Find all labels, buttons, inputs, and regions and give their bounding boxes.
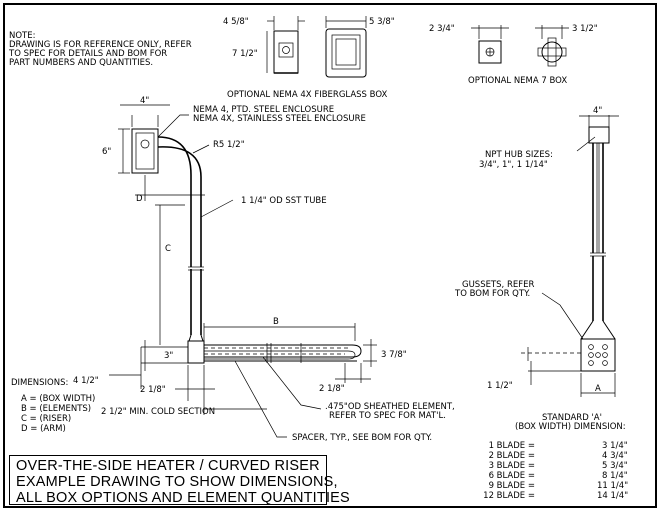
dim-3-label: 3" bbox=[164, 351, 173, 361]
standard-a-row-value: 8 1/4" bbox=[602, 471, 628, 481]
element-label-1: .475"OD SHEATHED ELEMENT, bbox=[325, 402, 455, 412]
gusset-label-1: GUSSETS, REFER bbox=[462, 280, 534, 290]
title-line-3: ALL BOX OPTIONS AND ELEMENT QUANTITIES bbox=[16, 490, 350, 506]
standard-a-row-blades: 2 BLADE = bbox=[489, 451, 535, 461]
note-heading: NOTE: bbox=[9, 31, 35, 41]
title-line-2: EXAMPLE DRAWING TO SHOW DIMENSIONS, bbox=[16, 474, 338, 490]
standard-a-row-value: 14 1/4" bbox=[597, 491, 628, 501]
technical-drawing: NOTE: DRAWING IS FOR REFERENCE ONLY, REF… bbox=[8, 16, 628, 501]
radius-label: R5 1/2" bbox=[213, 140, 245, 150]
dim-2-1-8-right-label: 2 1/8" bbox=[319, 384, 345, 394]
nema7-box-front bbox=[541, 41, 563, 63]
end-view-enclosure bbox=[588, 126, 610, 144]
standard-a-row-blades: 9 BLADE = bbox=[489, 481, 535, 491]
dim-c-label: C bbox=[165, 244, 171, 254]
end-view-width-dim: 4" bbox=[593, 106, 602, 116]
dim-4-half-label: 4 1/2" bbox=[73, 376, 99, 386]
standard-a-table: STANDARD 'A' (BOX WIDTH) DIMENSION: 1 BL… bbox=[483, 413, 628, 501]
riser-tube-outer bbox=[157, 136, 192, 267]
hub-sizes-label-2: 3/4", 1", 1 1/14" bbox=[479, 160, 548, 170]
heater-side-view: 4" 6" NEMA 4, PTD. STEEL ENCLOSURE NEMA … bbox=[73, 96, 455, 443]
end-view-element-block bbox=[580, 338, 616, 372]
title-block: OVER-THE-SIDE HEATER / CURVED RISER EXAM… bbox=[9, 455, 350, 506]
dimension-b: B = (ELEMENTS) bbox=[21, 404, 91, 414]
spacer-label: SPACER, TYP., SEE BOM FOR QTY. bbox=[292, 433, 432, 443]
dim-b-label: B bbox=[273, 317, 279, 327]
riser-tube-inner bbox=[157, 146, 202, 267]
heating-element-2 bbox=[204, 350, 356, 360]
dimension-d: D = (ARM) bbox=[21, 424, 66, 434]
standard-a-row-blades: 12 BLADE = bbox=[483, 491, 535, 501]
standard-a-row-blades: 6 BLADE = bbox=[489, 471, 535, 481]
dim-3-7-8-label: 3 7/8" bbox=[381, 350, 407, 360]
nema7-box-caption: OPTIONAL NEMA 7 BOX bbox=[468, 76, 567, 86]
gusset-right bbox=[602, 320, 616, 340]
side-box-height-dim: 6" bbox=[102, 147, 111, 157]
steel-enclosure bbox=[131, 128, 159, 174]
gusset-label-2: TO BOM FOR QTY. bbox=[454, 289, 530, 299]
drawing-sheet: NOTE: DRAWING IS FOR REFERENCE ONLY, REF… bbox=[3, 3, 657, 508]
dim-a-label: A bbox=[595, 384, 601, 394]
note-line-1: DRAWING IS FOR REFERENCE ONLY, REFER bbox=[9, 40, 192, 50]
dimensions-legend: DIMENSIONS: A = (BOX WIDTH) B = (ELEMENT… bbox=[11, 378, 95, 434]
nema7-box-views: 2 3/4" 3 1/2" OPTIONAL NEMA 7 BOX bbox=[429, 24, 598, 86]
nema7-right-dim: 3 1/2" bbox=[572, 24, 598, 34]
note-line-2: TO SPEC FOR DETAILS AND BOM FOR bbox=[8, 49, 167, 59]
end-view-1-half-dim: 1 1/2" bbox=[487, 381, 513, 391]
fiberglass-box-front bbox=[325, 28, 367, 78]
enclosure-label-1: NEMA 4, PTD. STEEL ENCLOSURE bbox=[193, 105, 334, 115]
hub-sizes-label-1: NPT HUB SIZES: bbox=[485, 150, 553, 160]
note-line-3: PART NUMBERS AND QUANTITIES. bbox=[9, 58, 153, 68]
dimensions-heading: DIMENSIONS: bbox=[11, 378, 68, 388]
fiberglass-box-views: 4 5/8" 7 1/2" 5 3/8" OPTIONAL NEMA 4X FI… bbox=[223, 16, 395, 100]
nema7-box-side bbox=[478, 40, 502, 64]
dimension-c: C = (RISER) bbox=[21, 414, 71, 424]
standard-a-row-value: 3 1/4" bbox=[602, 441, 628, 451]
dim-d-label: D bbox=[136, 194, 143, 204]
standard-a-row-value: 4 3/4" bbox=[602, 451, 628, 461]
standard-a-row-value: 11 1/4" bbox=[597, 481, 628, 491]
heater-end-view: 4" NPT HUB SIZES: 3/4", 1", 1 1/14" GUSS… bbox=[454, 106, 619, 397]
fiberglass-box-caption: OPTIONAL NEMA 4X FIBERGLASS BOX bbox=[227, 90, 387, 100]
side-box-width-dim: 4" bbox=[140, 96, 149, 106]
note-block: NOTE: DRAWING IS FOR REFERENCE ONLY, REF… bbox=[8, 31, 192, 68]
enclosure-label-2: NEMA 4X, STAINLESS STEEL ENCLOSURE bbox=[193, 114, 366, 124]
tube-label: 1 1/4" OD SST TUBE bbox=[241, 196, 327, 206]
element-label-2: REFER TO SPEC FOR MAT'L. bbox=[329, 411, 446, 421]
standard-a-heading-2: (BOX WIDTH) DIMENSION: bbox=[515, 422, 626, 432]
fiberglass-width-dim: 4 5/8" bbox=[223, 17, 249, 27]
cold-section-fitting bbox=[187, 340, 205, 364]
fiberglass-height-dim: 7 1/2" bbox=[232, 49, 258, 59]
cold-section-label: 2 1/2" MIN. COLD SECTION bbox=[101, 407, 215, 417]
fiberglass-box-side bbox=[273, 30, 299, 74]
dimension-a: A = (BOX WIDTH) bbox=[21, 394, 95, 404]
title-line-1: OVER-THE-SIDE HEATER / CURVED RISER bbox=[16, 458, 320, 474]
standard-a-row-value: 5 3/4" bbox=[602, 461, 628, 471]
standard-a-row-blades: 3 BLADE = bbox=[489, 461, 535, 471]
heating-element-1 bbox=[204, 344, 362, 358]
nema7-left-dim: 2 3/4" bbox=[429, 24, 455, 34]
gusset-left bbox=[580, 320, 594, 340]
fiberglass-depth-dim: 5 3/8" bbox=[369, 17, 395, 27]
dim-2-1-8-left-label: 2 1/8" bbox=[140, 385, 166, 395]
standard-a-heading-1: STANDARD 'A' bbox=[542, 413, 602, 423]
standard-a-row-blades: 1 BLADE = bbox=[489, 441, 535, 451]
